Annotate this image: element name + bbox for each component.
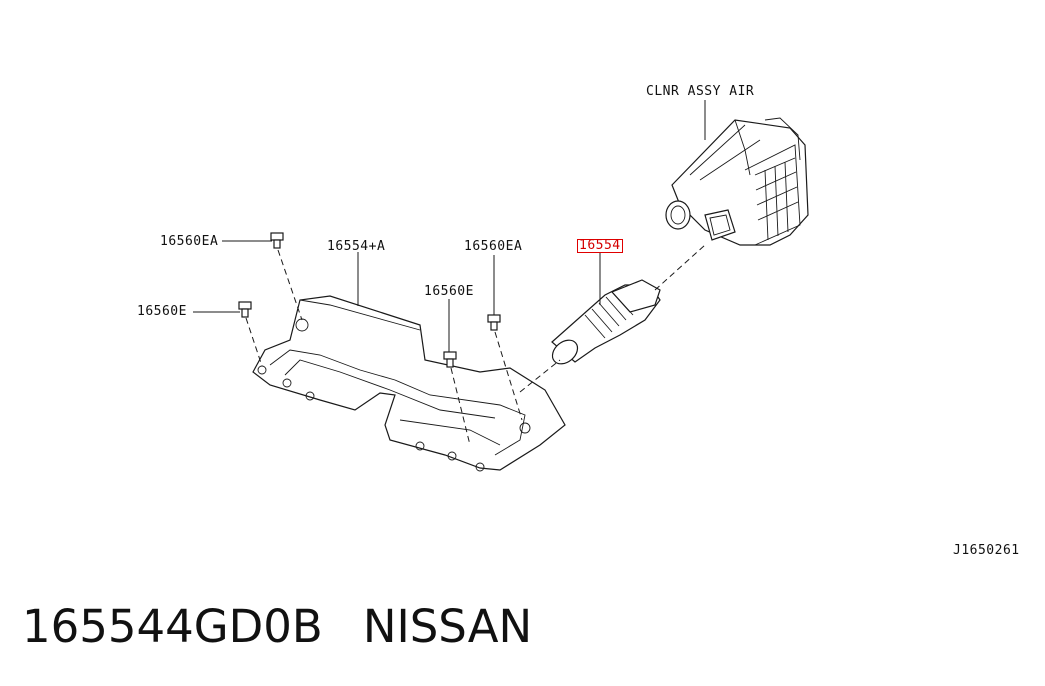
- label-part-16554-highlighted[interactable]: 16554: [577, 238, 623, 253]
- leader-lines: [193, 100, 706, 352]
- clip-16560e-center: [443, 351, 457, 368]
- brand-name: NISSAN: [362, 600, 533, 653]
- air-duct-cover: [252, 295, 566, 472]
- assembly-lines: [245, 244, 706, 446]
- label-air-cleaner: CLNR ASSY AIR: [646, 84, 755, 99]
- part-footer: 165544GD0B NISSAN: [22, 600, 532, 653]
- air-duct-hose: [551, 279, 661, 365]
- diagram-code: J1650261: [953, 543, 1020, 558]
- label-clip-16560ea-left[interactable]: 16560EA: [160, 234, 219, 249]
- part-number: 165544GD0B: [22, 600, 323, 653]
- air-cleaner-assembly: [665, 117, 809, 246]
- label-part-16554-a[interactable]: 16554+A: [327, 239, 386, 254]
- clip-16560e-left: [238, 301, 252, 318]
- clip-16560ea-left: [270, 232, 284, 249]
- label-clip-16560e-center[interactable]: 16560E: [424, 284, 474, 299]
- label-clip-16560e-left[interactable]: 16560E: [137, 304, 187, 319]
- label-clip-16560ea-right[interactable]: 16560EA: [464, 239, 523, 254]
- clip-16560ea-right: [487, 314, 501, 331]
